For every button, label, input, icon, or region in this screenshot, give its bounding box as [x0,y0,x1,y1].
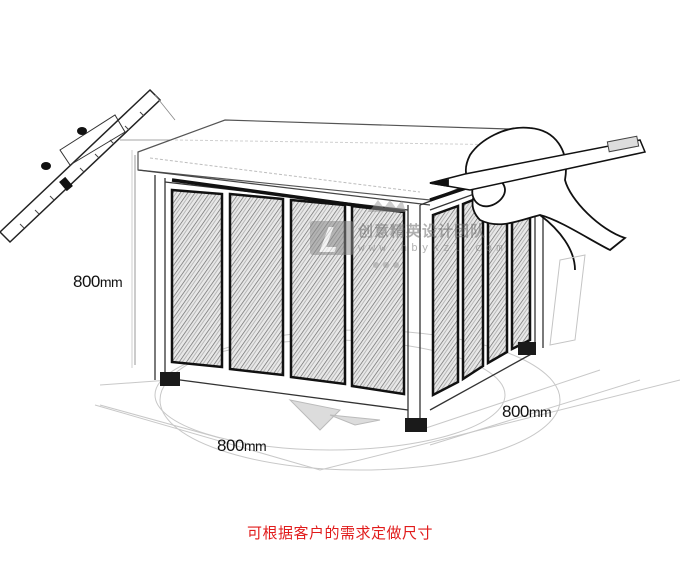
dimension-width-value: 800 [217,436,244,455]
dimension-height-unit: mm [99,274,123,290]
dimension-height-label: 800mm [73,272,123,292]
front-panels [170,188,406,396]
background-ruler-right [549,254,586,346]
dimension-depth-label: 800mm [502,402,552,422]
cabinet-feet [160,342,536,432]
dimension-depth-unit: mm [528,404,552,420]
dimension-width-unit: mm [243,438,267,454]
ruler-icon [0,88,176,244]
watermark-ornament [368,200,406,268]
custom-size-caption: 可根据客户的需求定做尺寸 [246,524,433,542]
dimension-height-value: 800 [73,272,100,291]
dimension-depth-value: 800 [502,402,529,421]
dimension-width-label: 800mm [217,436,267,456]
hand-with-pencil-icon [429,126,647,271]
